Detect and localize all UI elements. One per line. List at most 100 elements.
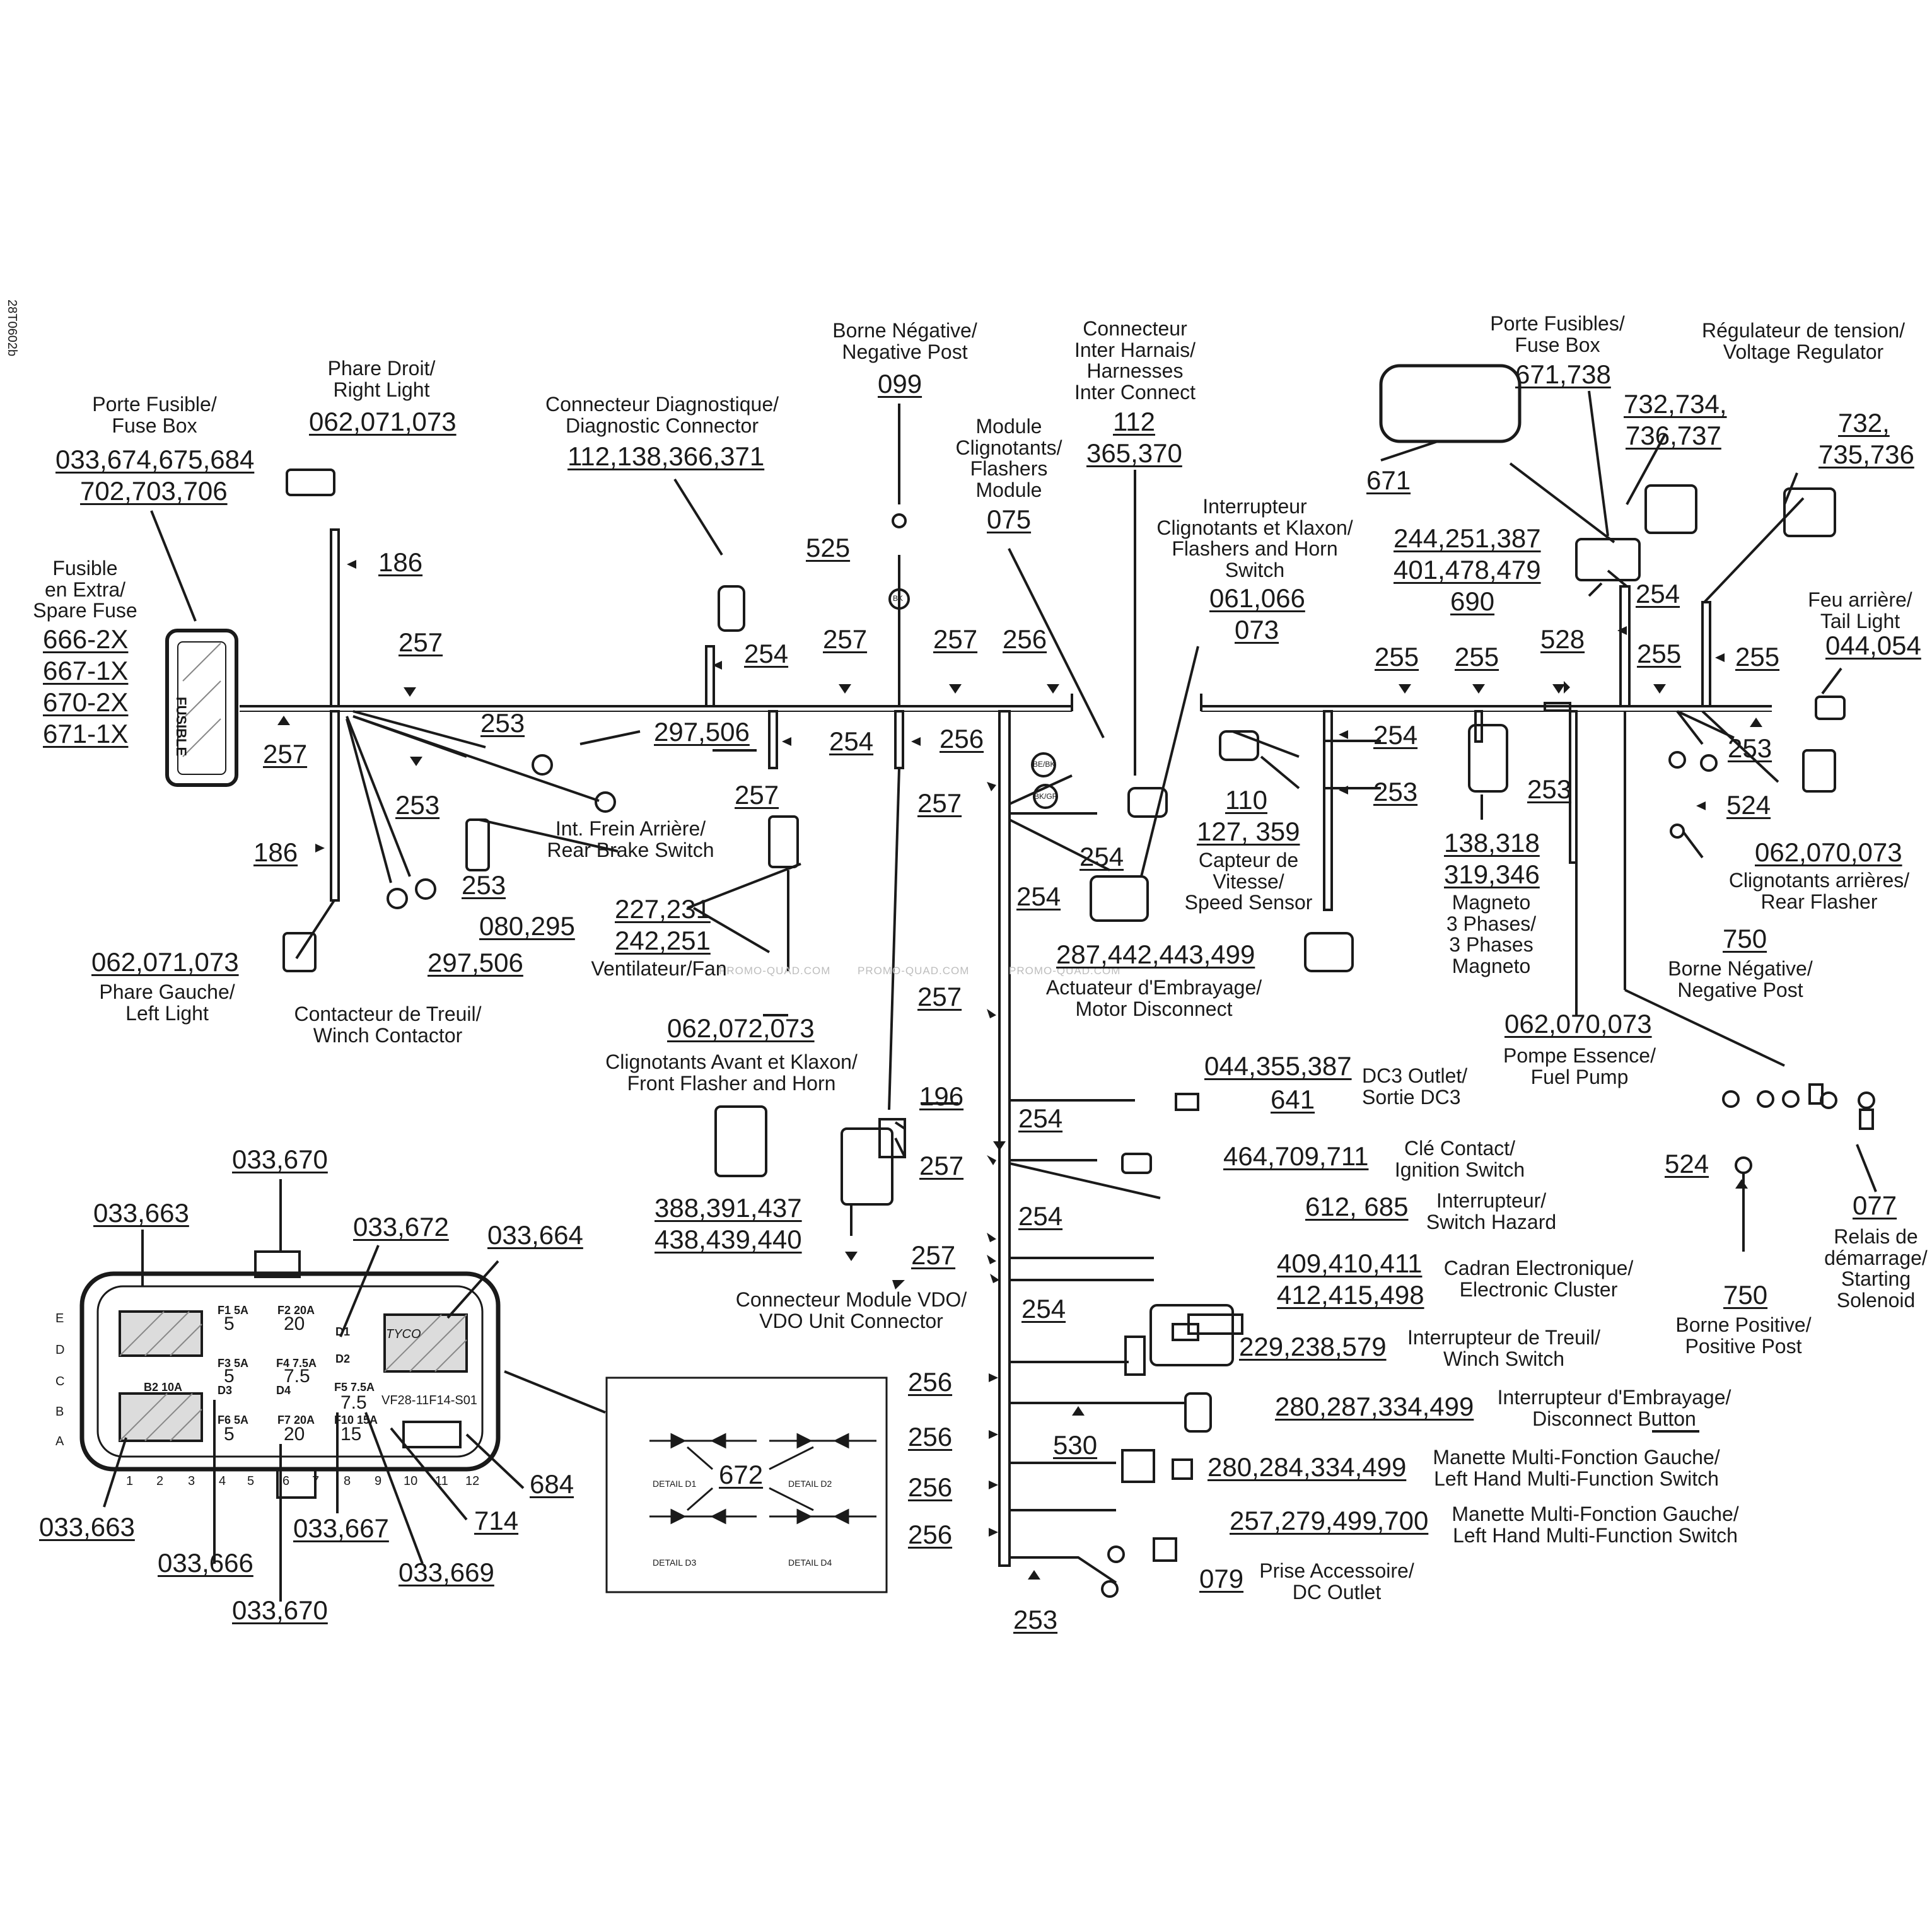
caption-lh-switch-2: Manette Multi-Fonction Gauche/ Left Hand… (1452, 1503, 1739, 1547)
part-left-light: 062,071,073 (91, 947, 239, 977)
detail-label: DETAIL D1 (653, 1479, 697, 1489)
part-fb-033670-top: 033,670 (232, 1144, 328, 1174)
part-hazard: 612, 685 (1305, 1192, 1409, 1221)
part-magneto-1: 138,318 (1444, 828, 1540, 858)
part-wire-257-h: 257 (911, 1240, 956, 1270)
fuse-label: B2 10A (144, 1381, 183, 1394)
part-fuse-box-left-2: 702,703,706 (80, 476, 228, 506)
detail-label: DETAIL D2 (788, 1479, 832, 1489)
wire-tag: BK (893, 594, 904, 603)
part-wire-255-c: 255 (1637, 639, 1682, 668)
fuse-label: D4 (276, 1384, 291, 1397)
part-wire-257-left: 257 (263, 739, 308, 769)
caption-negative-post-top: Borne Négative/ Negative Post (832, 319, 977, 363)
fuse-col-label: 12 (465, 1474, 480, 1488)
part-wire-186-top: 186 (378, 547, 423, 577)
part-fuel-pump: 062,070,073 (1504, 1009, 1652, 1039)
fuse-holder-text: FUSIBLE (173, 697, 189, 757)
part-750-right: 750 (1723, 924, 1767, 953)
part-spare-4: 671-1X (43, 719, 129, 748)
caption-front-flasher: Clignotants Avant et Klaxon/ Front Flash… (605, 1050, 858, 1095)
part-spare-3: 670-2X (43, 687, 129, 717)
fuse-row-label: B (55, 1405, 64, 1419)
caption-lh-switch-1: Manette Multi-Fonction Gauche/ Left Hand… (1433, 1446, 1720, 1490)
fuse-col-label: 6 (282, 1474, 290, 1488)
fuse-label: F6 5A (218, 1414, 249, 1426)
part-cluster-2: 412,415,498 (1277, 1280, 1424, 1310)
caption-winch-contactor: Contacteur de Treuil/ Winch Contactor (294, 1003, 482, 1047)
part-wire-255-b: 255 (1455, 642, 1499, 672)
part-fb-033664: 033,664 (487, 1220, 583, 1250)
fuse-col-label: 9 (375, 1474, 382, 1488)
part-wire-256-d: 256 (908, 1422, 953, 1452)
fuse-col-label: 2 (156, 1474, 164, 1488)
fuse-label: F10 15A (334, 1414, 378, 1426)
part-wire-186-bot: 186 (253, 837, 298, 867)
part-front-flasher: 062,072,073 (667, 1013, 815, 1043)
caption-rear-flasher: Clignotants arrières/ Rear Flasher (1728, 869, 1910, 913)
fuse-col-label: 4 (219, 1474, 226, 1488)
part-wire-254-f: 254 (1018, 1103, 1063, 1133)
part-wire-254-r: 254 (1636, 579, 1680, 608)
part-wire-255-a: 255 (1375, 642, 1419, 672)
part-disconnect-button: 280,287,334,499 (1275, 1392, 1474, 1421)
part-wire-256-f: 256 (908, 1520, 953, 1549)
part-winch-switch: 229,238,579 (1239, 1332, 1387, 1361)
caption-fuse-box-left: Porte Fusible/ Fuse Box (92, 393, 217, 437)
part-inter-connect-2: 365,370 (1086, 438, 1182, 468)
detail-label: DETAIL D4 (788, 1557, 832, 1568)
fuse-row-label: D (55, 1343, 65, 1357)
part-right-light: 062,071,073 (309, 407, 457, 436)
caption-right-light: Phare Droit/ Right Light (327, 357, 436, 401)
caption-diagnostic-connector: Connecteur Diagnostique/ Diagnostic Conn… (545, 393, 779, 437)
watermark: PROMO-QUAD.COM (1009, 965, 1121, 977)
watermark: PROMO-QUAD.COM (719, 965, 831, 977)
part-speed-sensor-2: 127, 359 (1197, 817, 1300, 846)
part-fuse-box-right: 671,738 (1515, 359, 1611, 389)
part-fb-033672: 033,672 (353, 1212, 449, 1242)
fuse-label: F7 20A (277, 1414, 315, 1426)
part-spare-2: 667-1X (43, 656, 129, 685)
part-671: 671 (1366, 465, 1411, 495)
part-wire-253-g: 253 (1013, 1605, 1058, 1634)
fuse-row-label: C (55, 1375, 65, 1388)
part-flasher-horn-switch-1: 061,066 (1209, 583, 1305, 613)
caption-winch-switch: Interrupteur de Treuil/ Winch Switch (1407, 1326, 1600, 1370)
part-wire-257-g: 257 (919, 1151, 964, 1180)
part-wire-254-h: 254 (1021, 1294, 1066, 1324)
part-voltage-reg-2a: 732, (1838, 408, 1890, 438)
caption-motor-disconnect: Actuateur d'Embrayage/ Motor Disconnect (1045, 976, 1262, 1020)
part-voltage-reg-1b: 736,737 (1626, 421, 1721, 450)
part-077: 077 (1853, 1190, 1897, 1220)
part-negative-post: 099 (878, 369, 922, 399)
fuse-label: F1 5A (218, 1304, 249, 1317)
part-wire-257-c: 257 (933, 624, 978, 654)
caption-rear-brake: Int. Frein Arrière/ Rear Brake Switch (547, 817, 714, 861)
part-wire-254-a: 254 (744, 639, 789, 668)
part-wire-256-b: 256 (940, 724, 984, 754)
part-fb-033663-bottom: 033,663 (39, 1512, 135, 1542)
caption-speed-sensor: Capteur de Vitesse/ Speed Sensor (1184, 849, 1313, 914)
detail-label: DETAIL D3 (653, 1557, 697, 1568)
fuse-col-label: 3 (188, 1474, 195, 1488)
caption-fan: Ventilateur/Fan (591, 957, 727, 980)
part-wire-253-c: 253 (462, 870, 506, 900)
caption-vdo-connector: Connecteur Module VDO/ VDO Unit Connecto… (735, 1288, 967, 1332)
drawing-code: 28T0602b (5, 300, 19, 357)
part-196: 196 (919, 1081, 964, 1111)
fuse-value: 5 (224, 1366, 235, 1387)
part-wire-253-d: 253 (1373, 777, 1418, 806)
part-voltage-reg-2b: 735,736 (1819, 439, 1914, 469)
part-524-bottom: 524 (1665, 1149, 1709, 1178)
part-vdo-1: 388,391,437 (655, 1193, 802, 1223)
part-wire-253-b: 253 (395, 790, 440, 820)
part-dc3-1: 044,355,387 (1204, 1051, 1352, 1081)
caption-dc3-outlet: DC3 Outlet/ Sortie DC3 (1362, 1064, 1468, 1109)
fuse-label: F2 20A (277, 1304, 315, 1317)
caption-cluster: Cadran Electronique/ Electronic Cluster (1443, 1257, 1634, 1301)
fuse-row-label: A (55, 1434, 64, 1448)
fuse-box-code: VF28-11F14-S01 (381, 1394, 477, 1407)
part-wire-256-c: 256 (908, 1367, 953, 1397)
part-wire-253-e: 253 (1527, 774, 1572, 804)
